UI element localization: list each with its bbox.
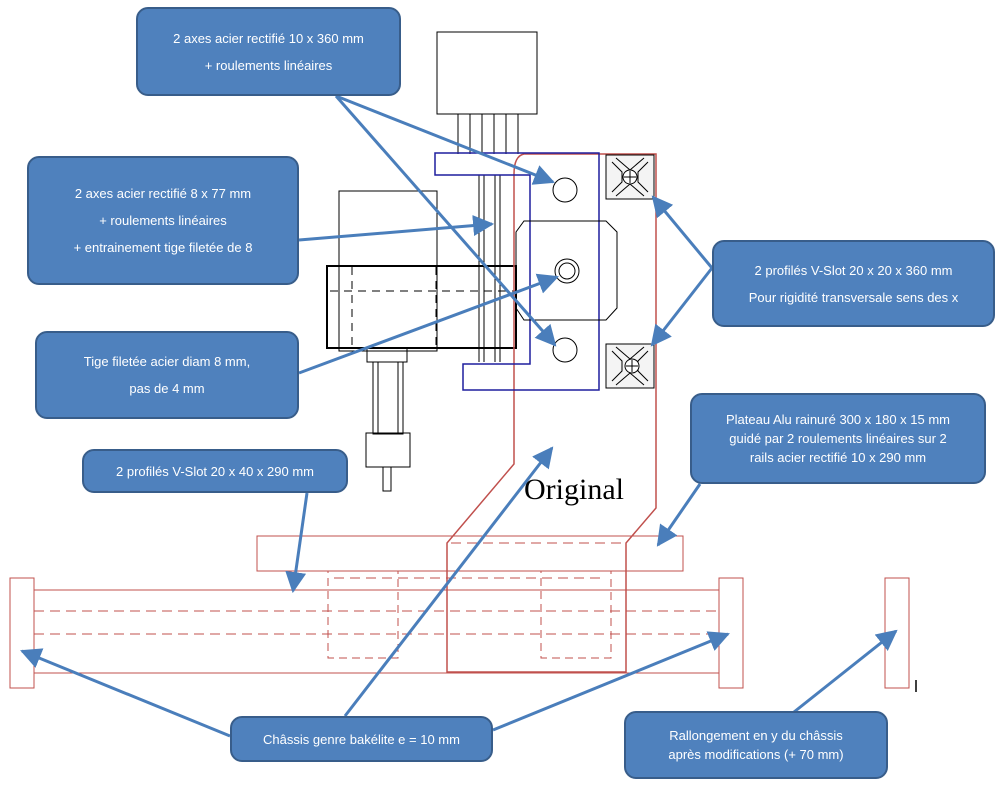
callout-tige-filetee: Tige filetée acier diam 8 mm, pas de 4 m… [35, 331, 299, 419]
callout-axes-8x77: 2 axes acier rectifié 8 x 77 mm + roulem… [27, 156, 299, 285]
callout-plateau-alu: Plateau Alu rainuré 300 x 180 x 15 mm gu… [690, 393, 986, 484]
callout-line: + roulements linéaires [204, 57, 333, 73]
callout-line: + roulements linéaires [99, 213, 227, 228]
callout-line: Plateau Alu rainuré 300 x 180 x 15 mm [725, 412, 951, 427]
callout-arrows [20, 94, 898, 738]
callout-line: pas de 4 mm [129, 381, 205, 396]
vslot-profile-bottom [605, 343, 655, 389]
callout-line: après modifications (+ 70 mm) [668, 747, 844, 762]
callout-line: Tige filetée acier diam 8 mm, [83, 354, 251, 369]
z-carriage [434, 152, 618, 391]
original-label: Original [524, 473, 624, 506]
callout-line: Rallongement en y du châssis [669, 728, 843, 743]
motor-block [326, 265, 517, 349]
callout-line: 2 profilés V-Slot 20 x 40 x 290 mm [116, 463, 314, 479]
callout-line: 2 profilés V-Slot 20 x 20 x 360 mm [754, 262, 953, 278]
callout-line: 2 axes acier rectifié 10 x 360 mm [173, 30, 364, 46]
callout-line: 2 axes acier rectifié 8 x 77 mm [74, 186, 252, 201]
vslot-profile-top [605, 154, 655, 200]
callout-vslot-20x20: 2 profilés V-Slot 20 x 20 x 360 mm Pour … [712, 240, 995, 327]
callout-line: + entrainement tige filetée de 8 [73, 240, 253, 255]
callout-axes-10x360: 2 axes acier rectifié 10 x 360 mm + roul… [136, 7, 401, 96]
callout-chassis: Châssis genre bakélite e = 10 mm [230, 716, 493, 762]
callout-rallongement: Rallongement en y du châssis après modif… [624, 711, 888, 779]
callout-vslot-20x40: 2 profilés V-Slot 20 x 40 x 290 mm [82, 449, 348, 493]
callout-line: Châssis genre bakélite e = 10 mm [263, 731, 460, 747]
spindle-motor [330, 31, 538, 492]
callout-line: Pour rigidité transversale sens des x [748, 289, 959, 305]
callout-line: rails acier rectifié 10 x 290 mm [749, 450, 927, 465]
callout-line: guidé par 2 roulements linéaires sur 2 [729, 431, 947, 446]
